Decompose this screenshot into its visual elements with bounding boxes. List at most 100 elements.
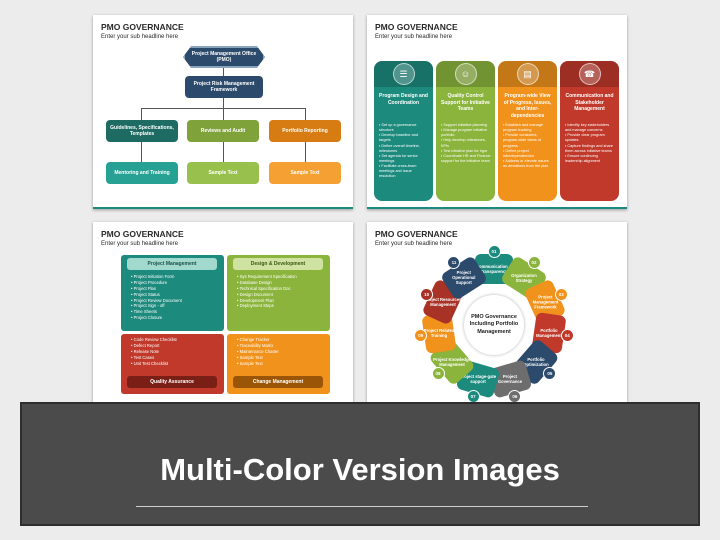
list-item: Design Document [237, 292, 327, 298]
list-item: Unit Test Checklist [131, 361, 221, 367]
connector [223, 142, 224, 162]
bullet-item: Help develop milestones, KPIs [441, 138, 491, 148]
segment-number: 05 [543, 366, 557, 380]
column-title: Communication and Stakeholder Management [565, 93, 614, 112]
framework-label: Project Risk Management Framework [193, 81, 255, 93]
list-item: Time Sheets [131, 309, 221, 315]
banner-underline [136, 506, 588, 507]
bullet-item: Define overall timeline, milestones [379, 144, 429, 154]
initiative-column: ☰ Program Design and CoordinationSet up a… [374, 61, 433, 201]
initiative-column: ☎ Communication and Stakeholder Managemen… [560, 61, 619, 201]
column-header: ☰ [374, 61, 433, 87]
reviews-label: Reviews and Audit [200, 128, 246, 134]
segment-label: Organization Strategy [511, 272, 538, 283]
portfolio-box: Portfolio Reporting [269, 120, 341, 142]
slide-subtitle: Enter your sub headline here [375, 241, 453, 247]
list-item: Project Plan [131, 286, 221, 292]
connector [305, 108, 306, 120]
connector [223, 98, 224, 108]
segment-number: 09 [414, 329, 428, 343]
column-bullets: Support initiative planningManage progra… [441, 123, 491, 164]
qa-list: Code Review ChecklistDefect ReportReleas… [131, 337, 221, 366]
list-item: Project Closure [131, 315, 221, 321]
segment-number: 03 [554, 287, 568, 301]
slide-thumbnail-2[interactable]: PMO GOVERNANCE Enter your sub headline h… [367, 15, 627, 209]
cm-header: Change Management [233, 376, 323, 388]
list-item: Deployment Steps [237, 303, 327, 309]
segment-number: 04 [560, 329, 574, 343]
bullet-item: Ensure continuing leadership alignment [565, 154, 615, 164]
slide-subtitle: Enter your sub headline here [375, 34, 453, 40]
connector [223, 68, 224, 76]
bullet-item: Support initiative planning [441, 123, 491, 128]
list-item: Release Note [131, 349, 221, 355]
pm-list: Project Initiation FormProject Procedure… [131, 274, 221, 321]
list-item: Sample Text [237, 361, 327, 367]
column-header: ▤ [498, 61, 557, 87]
initiative-column: ☺ Quality Control Support for Initiative … [436, 61, 495, 201]
slide-subtitle: Enter your sub headline here [101, 241, 179, 247]
list-item: Change Tracker [237, 337, 327, 343]
bullet-item: Provide clear program updates [565, 133, 615, 143]
column-bullets: Set up a governance structureDevelop bas… [379, 123, 429, 179]
segment-number: 10 [420, 287, 434, 301]
bullet-item: Set agenda for senior meetings [379, 154, 429, 164]
slide-thumbnail-1[interactable]: PMO GOVERNANCE Enter your sub headline h… [93, 15, 353, 209]
segment-number: 08 [431, 366, 445, 380]
bullet-item: Define project interdependencies [503, 149, 553, 159]
segment-label: Communication & Transparency [476, 263, 512, 274]
segment-number: 11 [447, 256, 461, 270]
bullet-item: Test initiative plan for rigor [441, 149, 491, 154]
slide-title: PMO GOVERNANCE [101, 229, 184, 239]
list-item: Maintenance Charter [237, 349, 327, 355]
column-title: Program Design and Coordination [379, 93, 428, 106]
list-item: Defect Report [131, 343, 221, 349]
list-item: Development Plan [237, 298, 327, 304]
list-item: Traceability Matrix [237, 343, 327, 349]
segment-number: 02 [527, 256, 541, 270]
column-bullets: Establish and manage program trackingPro… [503, 123, 553, 169]
bullet-item: Facilitate cross-team meetings and issue… [379, 164, 429, 179]
segment-label: Project Operational Support [452, 270, 476, 286]
column-title: Quality Control Support for Initiative T… [441, 93, 490, 112]
slide-thumbnail-4[interactable]: PMO GOVERNANCE Enter your sub headline h… [367, 222, 627, 414]
banner: Multi-Color Version Images [20, 402, 700, 526]
pm-title: Project Management [147, 261, 197, 267]
slide-thumbnail-3[interactable]: PMO GOVERNANCE Enter your sub headline h… [93, 222, 353, 414]
cm-title: Change Management [252, 379, 304, 385]
slide-subtitle: Enter your sub headline here [101, 34, 179, 40]
center-label: PMO Governance Including Portfolio Manag… [469, 314, 519, 335]
guidelines-box: Guidelines, Specifications, Templates [106, 120, 178, 142]
mentoring-label: Mentoring and Training [114, 170, 170, 176]
center-circle: PMO Governance Including Portfolio Manag… [464, 295, 524, 355]
list-item: Technical Specification Doc [237, 286, 327, 292]
slide-title: PMO GOVERNANCE [101, 22, 184, 32]
connector [141, 142, 142, 162]
dd-header: Design & Development [233, 258, 323, 270]
list-item: Project Review Document [131, 298, 221, 304]
slide-title: PMO GOVERNANCE [375, 22, 458, 32]
megaphone-icon: ☎ [578, 63, 601, 85]
guidelines-label: Guidelines, Specifications, Templates [110, 125, 174, 137]
column-title: Program-wide View of Progress, Issues, a… [503, 93, 552, 119]
bullet-item: Set up a governance structure [379, 123, 429, 133]
bullet-item: Address or elevate issues as deviations … [503, 159, 553, 169]
people-icon: ☺ [454, 63, 477, 85]
sample-box: Sample Text [269, 162, 341, 184]
connector [223, 108, 224, 120]
sample-label: Sample Text [208, 170, 238, 176]
sample-label: Sample Text [290, 170, 320, 176]
segment-number: 07 [466, 389, 480, 403]
initiative-column: ▤ Program-wide View of Progress, Issues, … [498, 61, 557, 201]
connector [305, 142, 306, 162]
framework-box: Project Risk Management Framework [185, 76, 263, 98]
dd-list: Sys Requirement SpecificationDatabase De… [237, 274, 327, 309]
segment-number: 01 [487, 244, 501, 258]
list-item: Sample Text [237, 355, 327, 361]
bullet-item: Establish and manage program tracking [503, 123, 553, 133]
portfolio-label: Portfolio Reporting [282, 128, 328, 134]
list-item: Code Review Checklist [131, 337, 221, 343]
connector [141, 108, 142, 120]
bullet-item: Identify key stakeholders and manage con… [565, 123, 615, 133]
list-item: Sys Requirement Specification [237, 274, 327, 280]
